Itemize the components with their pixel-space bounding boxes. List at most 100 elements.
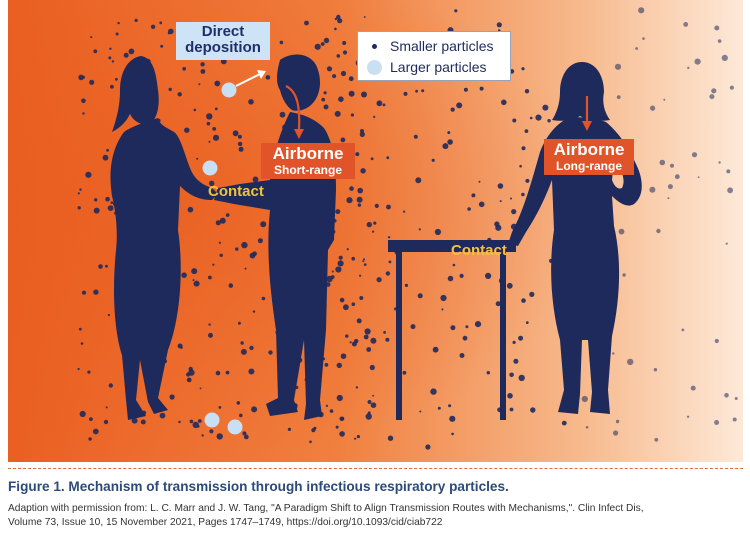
small-particle [215,370,221,376]
airborne-long-arrow [582,96,592,131]
small-particle [216,433,223,440]
small-particle [478,180,481,183]
small-particle [478,201,485,208]
small-particle [355,386,359,389]
small-particle [225,213,230,217]
small-particle [335,209,341,215]
small-particle [189,419,194,424]
small-particle [110,84,114,89]
small-particle [363,258,366,261]
small-particle [360,129,364,133]
small-particle [667,184,673,190]
small-particle [90,36,93,39]
small-particle [638,7,645,14]
small-particle [667,197,670,200]
small-particle [257,238,263,244]
small-particle [348,90,355,97]
small-particle [366,221,372,228]
table-icon [388,240,516,420]
small-particle [334,17,338,21]
small-particle [92,428,99,435]
small-particle [200,62,205,67]
small-particle [169,394,175,400]
small-particle [177,92,182,97]
small-particle [342,50,348,55]
small-particle [357,187,364,194]
small-particle [359,274,362,277]
small-particle [410,324,416,330]
small-particle [729,85,735,90]
small-particle [724,393,729,398]
small-particle [337,260,344,267]
small-particle [369,364,375,371]
small-particle [465,325,469,329]
small-particle [339,431,345,437]
small-particle [182,67,186,71]
small-particle [447,275,454,282]
small-particle [244,267,247,270]
small-particle [251,406,258,413]
small-particle [383,331,386,334]
small-particle [208,323,211,326]
small-particle [238,146,244,152]
small-particle [726,169,731,174]
small-particle [108,383,114,388]
small-particle [88,437,92,441]
small-particle [184,127,190,133]
small-particle [342,41,347,45]
small-particle [686,415,690,418]
small-particle [518,335,524,341]
small-particle [650,105,656,111]
small-particle [521,67,525,71]
small-particle [694,58,701,65]
small-particle [403,210,406,213]
small-particle [340,353,347,360]
small-particle [542,104,549,111]
small-particle [77,206,81,210]
small-particle [242,431,247,436]
small-particle [507,393,513,399]
direct-deposition-arrow [235,70,266,87]
small-particle [718,161,721,164]
small-particle [232,130,239,137]
small-particle [359,296,364,300]
small-particle [168,87,172,92]
legend-smaller-label: Smaller particles [390,38,494,54]
small-particle [239,413,243,418]
small-particle [359,131,365,137]
small-particle [321,97,326,102]
small-particle [512,340,516,344]
small-particle [209,180,215,186]
small-particle [431,158,435,162]
airborne-long-title: Airborne [553,140,625,159]
small-particle [714,420,720,425]
small-particle [87,370,91,374]
small-particle [237,141,243,147]
small-particle [200,69,206,74]
small-particle [208,332,213,338]
small-particle [512,118,517,123]
small-particle [449,415,456,422]
small-particle [332,74,337,79]
small-particle [373,221,377,225]
legend-item-smaller: Smaller particles [366,36,493,56]
small-particle [419,410,422,413]
small-particle [494,221,500,227]
small-particle [365,413,372,420]
small-particle [709,94,715,100]
small-particle [506,282,513,289]
small-particle [106,148,109,152]
small-particle [529,291,535,297]
small-particle [349,186,354,191]
small-particle [103,419,109,425]
small-particle [687,66,690,70]
small-particle [363,334,369,340]
small-particle [486,371,490,375]
small-particle [82,112,85,115]
small-particle [198,83,201,86]
small-particle [513,358,519,364]
man-listener-silhouette [214,54,336,420]
woman-at-table-silhouette [508,62,642,414]
small-particle [235,247,239,251]
small-particle [363,263,367,266]
